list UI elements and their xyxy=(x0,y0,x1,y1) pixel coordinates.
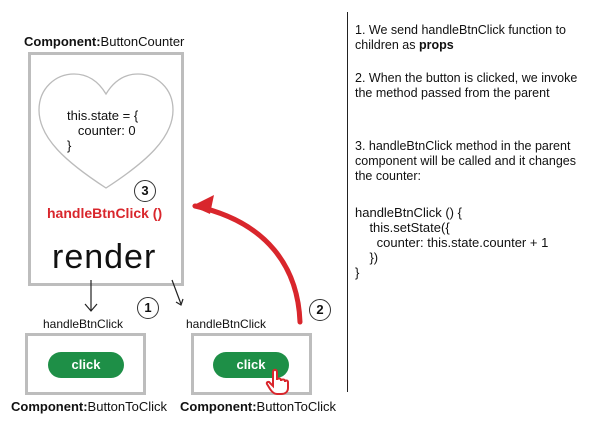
child-2-label-name: ButtonToClick xyxy=(256,399,337,414)
hand-cursor-icon xyxy=(265,368,289,395)
step-3-badge: 3 xyxy=(134,180,156,202)
note-3: 3. handleBtnClick method in the parent c… xyxy=(355,139,576,183)
note-1-bold: props xyxy=(418,38,454,52)
step-2-badge: 2 xyxy=(309,299,331,321)
render-text: render xyxy=(52,238,157,276)
vertical-divider xyxy=(347,12,348,392)
note-1-text: 1. We send handleBtnClick function to ch… xyxy=(355,23,567,52)
heart-icon xyxy=(38,73,174,189)
parent-label-name: ButtonCounter xyxy=(100,34,185,49)
child-2-component-label: Component:ButtonToClick xyxy=(180,399,336,414)
note-2: 2. When the button is clicked, we invoke… xyxy=(355,71,578,100)
parent-label-prefix: Component: xyxy=(24,34,101,49)
child-1-label-prefix: Component: xyxy=(11,399,88,414)
red-curved-arrow xyxy=(192,195,303,325)
parent-component-box xyxy=(28,52,184,286)
parent-component-label: Component:ButtonCounter xyxy=(24,34,184,49)
child-1-label-name: ButtonToClick xyxy=(87,399,168,414)
child-1-component-label: Component:ButtonToClick xyxy=(11,399,167,414)
method-name: handleBtnClick () xyxy=(47,205,163,221)
state-code: this.state = { counter: 0 } xyxy=(67,108,139,153)
arrow-to-child-2 xyxy=(171,279,184,306)
child-2-label-prefix: Component: xyxy=(180,399,257,414)
child-2-prop-label: handleBtnClick xyxy=(186,317,267,331)
setstate-code: handleBtnClick () { this.setState({ coun… xyxy=(355,205,549,280)
arrow-to-child-1 xyxy=(84,280,98,312)
child-1-prop-label: handleBtnClick xyxy=(43,317,124,331)
note-1: 1. We send handleBtnClick function to ch… xyxy=(355,23,585,53)
step-1-badge: 1 xyxy=(137,297,159,319)
child-1-click-button[interactable]: click xyxy=(48,352,124,378)
